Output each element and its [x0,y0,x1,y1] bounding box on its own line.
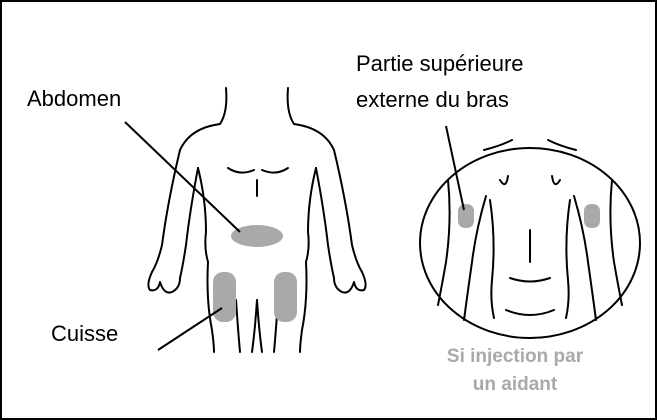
caregiver-note-line2: un aidant [420,371,610,399]
abdomen-pointer [125,122,240,232]
left-thigh-zone [213,272,236,322]
upper-arm-label-line1: Partie supérieure [356,46,524,82]
abdomen-zone [231,225,283,247]
left-upper-arm-zone [458,204,474,228]
caregiver-note-line1: Si injection par [420,343,610,371]
right-thigh-zone [274,272,297,322]
back-view-circle [420,140,640,338]
upper-arm-label: Partie supérieure externe du bras [356,46,524,118]
right-upper-arm-zone [584,204,600,228]
abdomen-label: Abdomen [27,86,121,111]
upper-arm-label-line2: externe du bras [356,82,524,118]
front-body-figure [148,88,365,352]
caregiver-note: Si injection par un aidant [420,343,610,399]
thigh-label: Cuisse [51,321,118,346]
